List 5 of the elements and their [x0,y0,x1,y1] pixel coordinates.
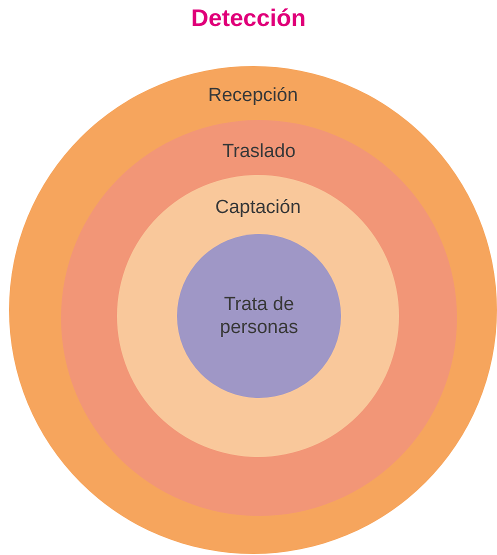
ring-label: Traslado [221,140,297,163]
ring-label: Recepción [207,84,299,107]
title: Detección [191,4,306,34]
ring-label: Captación [214,196,302,219]
ring-label: Trata de personas [218,293,300,339]
